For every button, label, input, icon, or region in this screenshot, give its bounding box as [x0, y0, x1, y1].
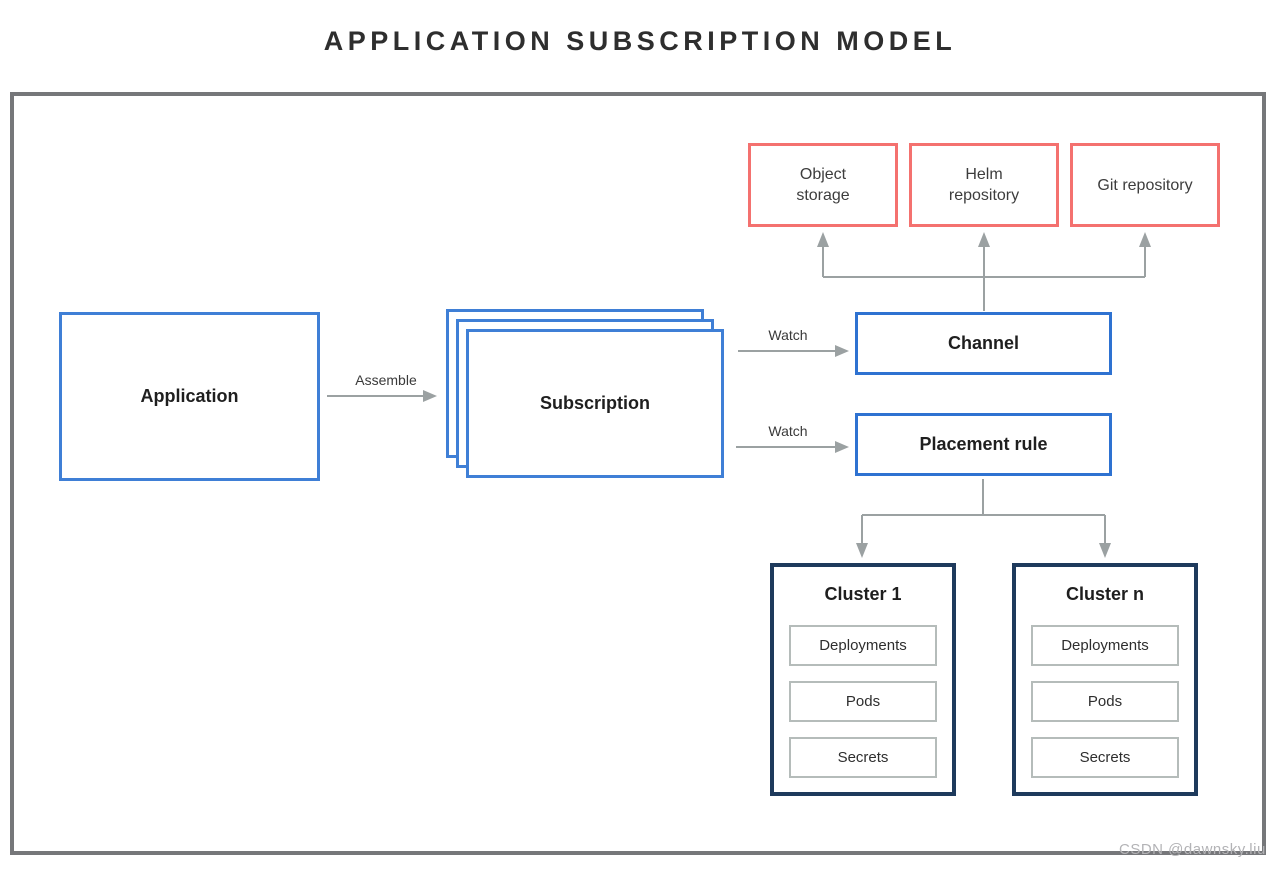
node-label: Git repository — [1097, 176, 1193, 194]
node-label: Channel — [947, 333, 1019, 353]
node-cluster-n: Cluster n Deployments Pods Secrets — [1012, 563, 1198, 796]
cluster-item-deployments: Deployments — [789, 625, 937, 666]
node-placement-rule: Placement rule — [855, 413, 1112, 476]
node-git-repository: Git repository — [1070, 143, 1220, 227]
node-helm-repository: Helm repository — [909, 143, 1059, 227]
cluster-item-secrets: Secrets — [789, 737, 937, 778]
node-application: Application — [59, 312, 320, 481]
diagram-frame — [10, 92, 1266, 855]
node-cluster-1: Cluster 1 Deployments Pods Secrets — [770, 563, 956, 796]
node-label: Placement rule — [919, 434, 1048, 454]
watch-placement-edge-label: Watch — [768, 423, 808, 439]
node-label: Object storage — [796, 166, 850, 204]
cluster-item-pods: Pods — [1031, 681, 1179, 722]
node-label: Subscription — [539, 393, 650, 413]
node-object-storage: Object storage — [748, 143, 898, 227]
watch-channel-edge-label: Watch — [768, 327, 808, 343]
watermark: CSDN @dawnsky.liu — [1119, 841, 1266, 858]
cluster-item-deployments: Deployments — [1031, 625, 1179, 666]
cluster-item-pods: Pods — [789, 681, 937, 722]
assemble-edge-label: Assemble — [355, 372, 417, 388]
node-channel: Channel — [855, 312, 1112, 375]
node-subscription: Subscription — [466, 329, 724, 478]
page-title: APPLICATION SUBSCRIPTION MODEL — [323, 26, 957, 56]
node-label: Helm repository — [948, 166, 1020, 204]
cluster-title: Cluster 1 — [824, 584, 902, 604]
cluster-item-secrets: Secrets — [1031, 737, 1179, 778]
node-label: Application — [140, 386, 239, 406]
cluster-title: Cluster n — [1065, 584, 1144, 604]
